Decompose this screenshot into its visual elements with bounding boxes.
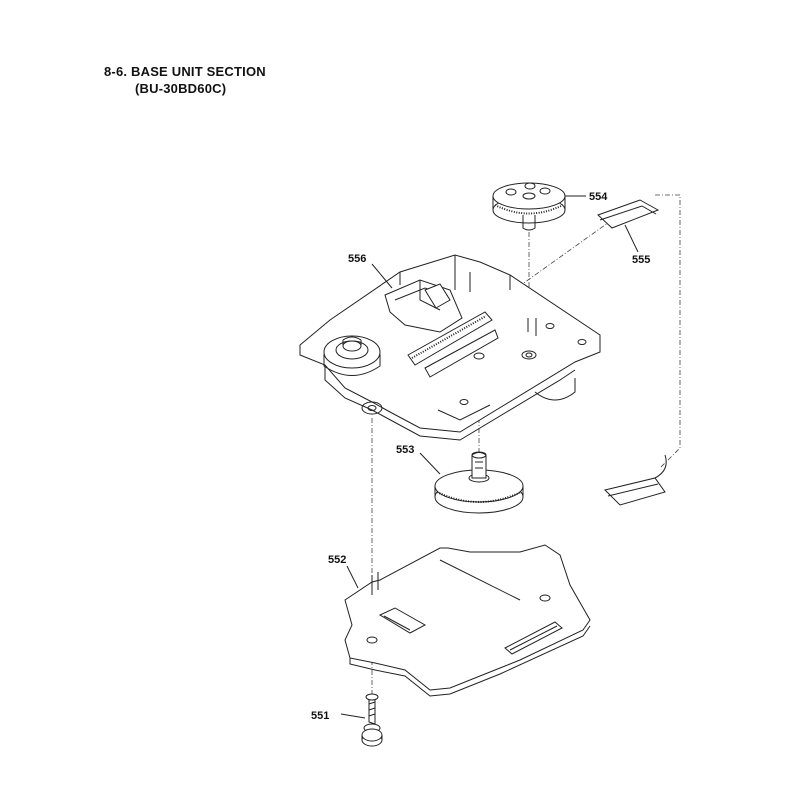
callout-555: 555 — [632, 254, 650, 266]
callout-553: 553 — [396, 444, 414, 456]
callouts: 554 555 556 553 552 551 — [311, 191, 650, 722]
part-555-flat-cable — [597, 199, 667, 506]
model-number: (BU-30BD60C) — [135, 81, 227, 96]
callout-556: 556 — [348, 253, 366, 265]
callout-551: 551 — [311, 710, 329, 722]
part-556-optical-pickup-base — [299, 254, 601, 441]
flex-cable-guide-line — [655, 194, 681, 469]
leader-552 — [346, 565, 359, 589]
callout-552: 552 — [328, 554, 346, 566]
leader-553 — [419, 452, 441, 475]
leader-555 — [624, 224, 639, 253]
part-553-gear — [434, 451, 524, 514]
part-554-gear — [492, 182, 566, 231]
section-title: 8-6. BASE UNIT SECTION — [104, 64, 266, 79]
callout-554: 554 — [589, 191, 608, 203]
part-552-circuit-board — [344, 544, 591, 697]
leader-551 — [340, 713, 366, 719]
part-551-screw — [361, 693, 383, 747]
leader-556 — [371, 263, 393, 289]
